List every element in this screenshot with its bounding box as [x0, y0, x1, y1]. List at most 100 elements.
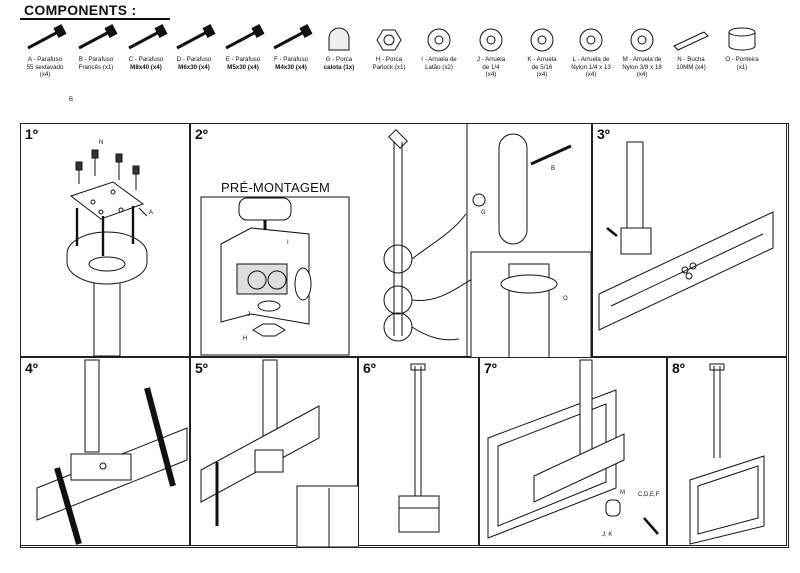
component-label-line: Latão (x2) — [425, 63, 453, 71]
component-label-line: F - Parafuso — [273, 56, 309, 63]
nylon-washer-18-icon — [630, 28, 654, 52]
component-label-line: K - Arruela — [527, 56, 557, 63]
component-label-line: (x4) — [585, 71, 597, 78]
component-label-line: B - Parafuso — [78, 56, 114, 63]
stray-label-b: B — [69, 97, 74, 103]
component-label-line: L - Arruela de — [572, 56, 610, 63]
step-3-illustration — [598, 141, 774, 331]
cap-nut-icon — [328, 27, 350, 51]
component-label-line: M4x30 (x4) — [275, 63, 307, 71]
step-4-number: 4º — [25, 360, 38, 376]
component-label-line: 10MM (x4) — [676, 63, 706, 71]
component-label-line: (x4) — [636, 71, 648, 78]
step-2-callout-o: O — [563, 296, 568, 302]
step-5-illustration — [200, 359, 359, 547]
step-3-number: 3º — [597, 126, 610, 142]
step-8-illustration — [689, 363, 765, 545]
washer-5-16-icon — [530, 28, 554, 52]
component-label-line: M5x30 (x4) — [227, 63, 259, 71]
components-title: COMPONENTS : — [24, 2, 137, 18]
pre-assembly-label: PRÉ-MONTAGEM — [221, 180, 331, 195]
component-label-line: M6x30 (x4) — [178, 63, 210, 71]
component-label-line: M8x40 (x4) — [130, 63, 162, 71]
component-label-line: C - Parafuso — [128, 56, 164, 63]
step-6-illustration — [398, 363, 440, 533]
step-8-panel: 8º — [667, 357, 787, 546]
step-6-number: 6º — [363, 360, 376, 376]
step-3-panel: 3º — [592, 123, 787, 357]
component-label-line: calota (1x) — [323, 63, 355, 71]
component-label-line: (x1) — [736, 63, 748, 71]
component-label-line: Francês (x1) — [78, 63, 114, 71]
nylon-washer-13-icon — [579, 28, 603, 52]
brass-washer-icon — [427, 28, 451, 52]
step-7-panel: 7º M J, K C,D,E,F — [479, 357, 667, 546]
component-label-line: O - Ponteira — [725, 56, 759, 63]
hex-bolt-icon — [27, 24, 67, 50]
step-2-callout-j: J — [247, 312, 250, 318]
step-2-callout-i: I — [287, 240, 289, 246]
component-label-line: (x4) — [39, 71, 51, 78]
component-label-line: (x4) — [536, 71, 548, 78]
carriage-bolt-icon — [78, 24, 118, 50]
step-1-number: 1º — [25, 126, 38, 142]
step-2-illustration — [200, 124, 592, 358]
screw-m6x30-icon — [176, 24, 216, 50]
step-5-panel: 5º — [190, 357, 359, 547]
step-4-panel: 4º — [20, 357, 190, 546]
component-label-line: D - Parafuso — [176, 56, 212, 63]
step-7-callout-m: M — [620, 490, 625, 496]
step-5-number: 5º — [195, 360, 208, 376]
step-4-illustration — [36, 359, 188, 545]
component-label-line: J - Arruela — [476, 56, 506, 63]
component-label-line: A - Parafuso — [27, 56, 63, 63]
component-label-line: Nylon 3/8 x 18 — [622, 63, 662, 71]
component-label-line: I - Arruela de — [421, 56, 457, 63]
component-label-line: Parlock (x1) — [372, 63, 406, 71]
component-label: O - Ponteira(x1) — [709, 56, 775, 71]
step-7-callout-cdef: C,D,E,F — [638, 492, 660, 498]
step-1-panel: 1º N A — [20, 123, 190, 357]
step-2-panel: 2º PRÉ-MONTAGEM I H J — [190, 123, 592, 358]
title-underline — [20, 18, 170, 20]
step-2-callout-h: H — [243, 336, 248, 342]
step-7-callout-jk: J, K — [602, 532, 613, 538]
wall-anchor-icon — [673, 31, 709, 51]
screw-m4x30-icon — [273, 24, 313, 50]
step-2-callout-g: G — [481, 210, 486, 216]
component-label-line: G - Porca — [325, 56, 353, 63]
step-2-callout-b: B — [551, 166, 556, 172]
step-8-number: 8º — [672, 360, 685, 376]
component-label-line: M - Arruela de — [622, 56, 662, 63]
step-1-callout-a: A — [149, 210, 154, 216]
component-label-line: N - Bucha — [677, 56, 705, 63]
step-7-number: 7º — [484, 360, 497, 376]
component-label-line: de 5/16 — [531, 63, 553, 71]
component-label-line: Nylon 1/4 x 13 — [571, 63, 611, 71]
screw-m5x30-icon — [225, 24, 265, 50]
step-1-callout-n: N — [99, 140, 104, 146]
